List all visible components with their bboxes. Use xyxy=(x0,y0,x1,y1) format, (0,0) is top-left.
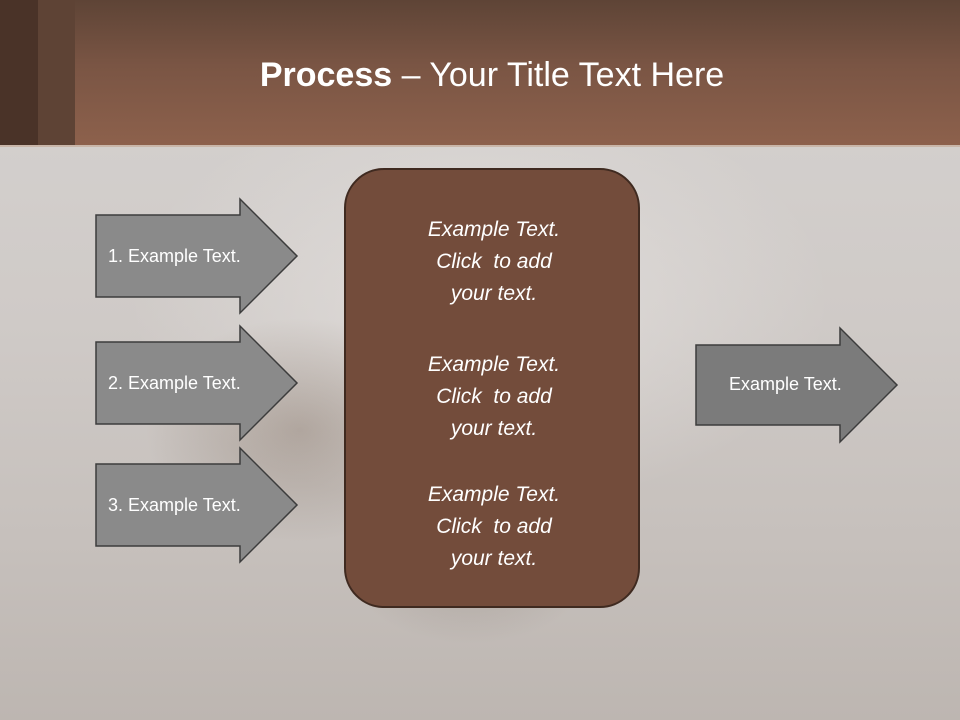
center-text-3-line-3: your text. xyxy=(450,547,538,570)
input-arrow-1[interactable] xyxy=(95,197,299,315)
center-text-1-line-1: Example Text. xyxy=(427,218,561,241)
header-bar xyxy=(0,0,960,146)
header-divider xyxy=(0,145,960,147)
center-text-block-2[interactable]: Example Text. Click to add your text. xyxy=(346,349,642,445)
title-bold-part: Process xyxy=(259,56,393,94)
header-accent-dark xyxy=(0,0,38,146)
slide-title[interactable]: Process – Your Title Text Here xyxy=(0,50,960,100)
center-process-box[interactable]: Example Text. Click to add your text. Ex… xyxy=(344,168,640,608)
center-text-2-line-1: Example Text. xyxy=(427,353,561,376)
input-arrow-1-label: 1. Example Text. xyxy=(108,246,241,266)
input-arrow-3-label: 3. Example Text. xyxy=(108,495,241,515)
title-rest-part: – Your Title Text Here xyxy=(392,56,725,94)
center-text-block-1[interactable]: Example Text. Click to add your text. xyxy=(346,214,642,310)
center-text-1-line-2: Click to add xyxy=(436,250,552,273)
output-arrow[interactable] xyxy=(695,326,899,444)
output-arrow-label: Example Text. xyxy=(729,374,842,394)
center-text-2-line-2: Click to add xyxy=(436,385,552,408)
header-accent-mid xyxy=(38,0,75,146)
center-text-block-3[interactable]: Example Text. Click to add your text. xyxy=(346,479,642,575)
input-arrow-2-label: 2. Example Text. xyxy=(108,373,241,393)
input-arrow-3[interactable] xyxy=(95,446,299,564)
center-text-1-line-3: your text. xyxy=(450,282,538,305)
center-text-3-line-1: Example Text. xyxy=(427,483,561,506)
input-arrow-2[interactable] xyxy=(95,324,299,442)
center-text-2-line-3: your text. xyxy=(450,417,538,440)
center-text-3-line-2: Click to add xyxy=(436,515,552,538)
